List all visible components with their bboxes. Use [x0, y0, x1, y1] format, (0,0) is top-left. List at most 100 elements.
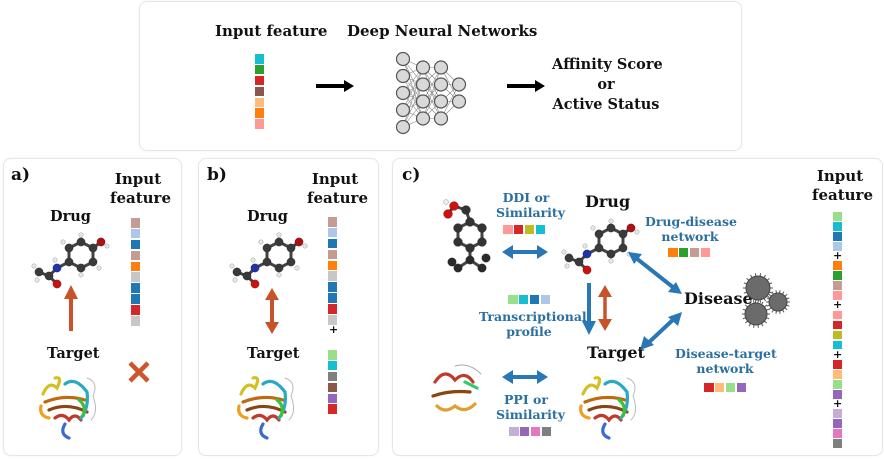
- transcriptional-label: Transcriptional profile: [479, 309, 587, 339]
- output-line-3: Active Status: [552, 96, 660, 113]
- feature-cell: [668, 248, 678, 257]
- plus-sign: +: [833, 248, 843, 262]
- feature-cell: [328, 282, 337, 292]
- input-feature-vector: [255, 54, 264, 130]
- feature-cell: [833, 340, 842, 350]
- feature-cell: [833, 241, 842, 251]
- drug-molecule-icon: [229, 232, 308, 289]
- target-protein-icon: [579, 376, 637, 440]
- ppi-line-1: PPI or: [504, 392, 548, 407]
- feature-cell: [328, 371, 337, 382]
- feature-line: feature: [307, 189, 368, 207]
- feature-cell: [518, 295, 529, 304]
- feature-cell: [833, 389, 842, 399]
- ppi-label: PPI or Similarity: [496, 392, 565, 422]
- transcriptional-feature-vector: [508, 295, 552, 304]
- drug-molecule-icon: [31, 232, 110, 289]
- disease-virus-icon: [742, 273, 790, 328]
- dnn-title: Deep Neural Networks: [347, 22, 538, 40]
- double-arrow-diagonal-icon: [640, 312, 682, 350]
- feature-line: feature: [110, 189, 171, 207]
- network-node: [415, 60, 431, 75]
- transcriptional-line-1: Transcriptional: [479, 309, 587, 324]
- feature-cell: [131, 261, 140, 272]
- ddi-line-2: Similarity: [496, 205, 565, 220]
- double-arrow-horizontal-icon: [502, 245, 548, 259]
- feature-cell: [833, 281, 842, 290]
- feature-cell: [833, 271, 842, 280]
- feature-cell: [833, 330, 842, 340]
- plus-sign: +: [833, 396, 843, 410]
- feature-cell: [328, 360, 337, 371]
- ddi-label: DDI or Similarity: [496, 190, 565, 220]
- panel-b-drug-label: Drug: [247, 208, 288, 225]
- feature-cell: [700, 248, 711, 257]
- input-feature-title: Input feature: [215, 22, 328, 40]
- feature-cell: [535, 225, 546, 234]
- panel-c-disease-label: Disease: [684, 289, 753, 308]
- feature-cell: [833, 221, 842, 231]
- panel-a: [3, 158, 182, 456]
- similar-drug-molecule-icon: [443, 199, 491, 273]
- network-node: [415, 111, 431, 126]
- feature-cell: [328, 393, 337, 404]
- input-line: Input: [816, 167, 864, 185]
- ddi-feature-vector: [503, 225, 547, 234]
- similar-protein-icon: [431, 364, 482, 412]
- feature-cell: [328, 238, 337, 249]
- feature-cell: [519, 427, 530, 436]
- panel-c-input-feature-title: Input feature: [812, 167, 873, 205]
- ddi-line-1: DDI or: [502, 190, 550, 205]
- feature-cell: [328, 404, 337, 414]
- panel-a-input-feature-title: Input feature: [110, 170, 171, 208]
- neural-network-diagram: [395, 51, 467, 135]
- panel-a-target-label: Target: [47, 345, 100, 362]
- feature-cell: [833, 310, 842, 320]
- panel-b-input-feature-title: Input feature: [307, 170, 368, 208]
- plus-sign: +: [329, 323, 339, 336]
- network-node: [415, 94, 431, 109]
- network-edge: [422, 67, 442, 119]
- drug-molecule-icon: [561, 218, 640, 275]
- network-node: [451, 94, 467, 109]
- disease-target-feature-vector: [704, 383, 748, 392]
- feature-cell: [255, 119, 264, 129]
- double-arrow-vertical-icon: [265, 288, 279, 334]
- output-line-2: or: [597, 76, 615, 93]
- panel-b: [198, 158, 379, 456]
- feature-cell: [131, 272, 140, 282]
- panel-b-target-label: Target: [247, 345, 300, 362]
- feature-cell: [833, 409, 842, 418]
- panel-c-target-label: Target: [587, 343, 645, 362]
- drug-feature-vector: [131, 218, 140, 327]
- panel-c-drug-label: Drug: [585, 192, 631, 211]
- network-node: [395, 102, 411, 118]
- network-edge: [402, 67, 424, 111]
- ppi-line-2: Similarity: [496, 407, 565, 422]
- feature-cell: [255, 86, 264, 97]
- drug-disease-line-2: network: [661, 229, 719, 244]
- feature-cell: [833, 291, 842, 300]
- drug-feature-vector: [328, 217, 337, 326]
- feature-cell: [833, 261, 842, 270]
- panel-b-label: b): [207, 165, 227, 185]
- feature-cell: [833, 439, 842, 448]
- feature-cell: [704, 383, 714, 392]
- arrow-down-icon: [582, 283, 596, 335]
- feature-cell: [524, 225, 535, 234]
- feature-cell: [255, 54, 264, 64]
- panel-c: [392, 158, 883, 456]
- feature-cell: [328, 227, 337, 238]
- arrow-right-icon: [507, 80, 545, 92]
- target-protein-icon: [39, 376, 97, 440]
- feature-cell: [833, 231, 842, 241]
- target-feature-vector: [328, 350, 337, 415]
- feature-cell: [255, 75, 264, 86]
- feature-cell: [833, 419, 842, 428]
- plus-sign: +: [833, 347, 843, 361]
- feature-cell: [328, 293, 337, 303]
- network-node: [395, 51, 411, 67]
- feature-cell: [328, 350, 337, 360]
- disease-target-line-2: network: [696, 361, 754, 376]
- feature-cell: [513, 225, 524, 234]
